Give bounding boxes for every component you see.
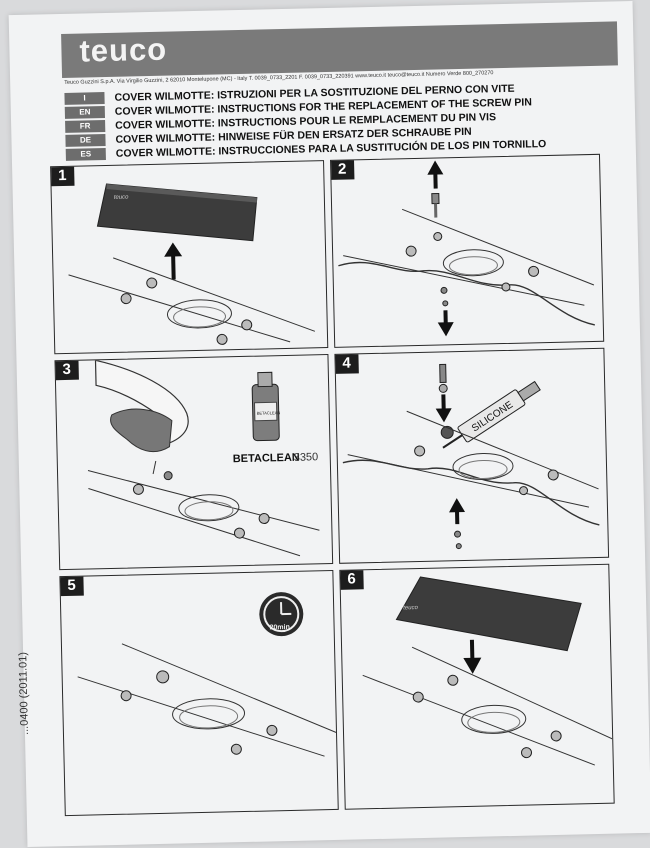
step-1-illustration: teuco: [68, 183, 316, 345]
betaclean-number: 3350: [294, 451, 319, 464]
instruction-sheet: teuco Teuco Guzzini S.p.A. Via Virgilio …: [8, 1, 650, 847]
cover-logo: teuco: [114, 194, 129, 200]
step-6-panel: 6 teuco: [339, 563, 615, 810]
step-2-illustration: [338, 160, 595, 337]
step-4-illustration: SILICONE: [342, 363, 600, 550]
lang-code: DE: [65, 134, 106, 147]
lang-code: ES: [65, 148, 106, 161]
step-5-panel: 5 20min.: [59, 569, 339, 817]
teuco-logo: teuco: [79, 31, 168, 69]
step-6-illustration: teuco: [362, 576, 614, 766]
step-2-panel: 2: [330, 153, 605, 348]
lang-code: FR: [65, 120, 106, 133]
bottle-small-label: BETACLEAN: [257, 410, 281, 416]
timer-label: 20min.: [270, 624, 292, 632]
step-3-panel: 3 BETACLEAN BETACLEAN 3350: [54, 354, 334, 571]
cover-logo-6: teuco: [403, 605, 418, 611]
lang-code: I: [64, 92, 105, 105]
lang-code: EN: [64, 106, 106, 119]
step-4-panel: 4 SILICONE: [334, 347, 610, 564]
document-code: ...0400 (2011.01): [17, 651, 31, 736]
betaclean-label: BETACLEAN: [233, 452, 300, 466]
step-3-illustration: BETACLEAN BETACLEAN 3350: [87, 359, 320, 557]
step-5-illustration: 20min.: [77, 592, 338, 757]
step-1-panel: 1 teuco: [50, 160, 329, 355]
